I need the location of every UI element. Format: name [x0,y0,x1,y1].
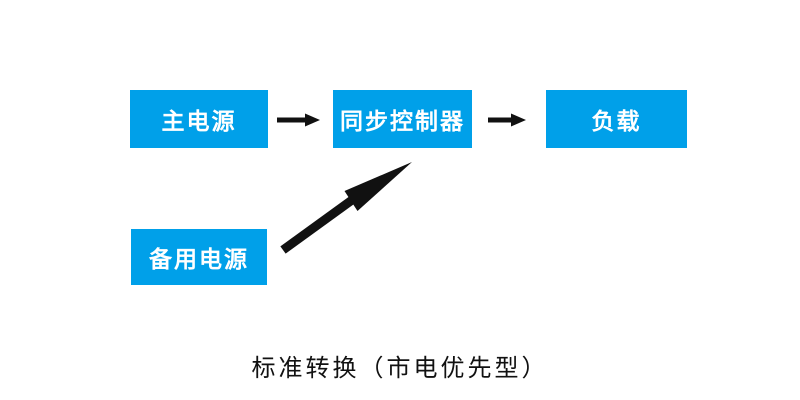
diagram-caption: 标准转换（市电优先型） [251,355,549,382]
node-main-power: 主电源 [130,90,268,148]
node-load: 负载 [546,90,687,148]
node-backup-power-label: 备用电源 [149,246,249,272]
node-main-power-label: 主电源 [161,108,237,134]
node-backup-power: 备用电源 [131,229,267,285]
node-sync-controller-label: 同步控制器 [340,108,465,134]
arrow-controller-to-load-icon [488,113,526,127]
node-load-label: 负载 [591,108,642,134]
arrow-backup-to-controller-icon [280,162,412,254]
arrow-main-to-controller-icon [277,113,320,127]
node-sync-controller: 同步控制器 [333,90,472,148]
